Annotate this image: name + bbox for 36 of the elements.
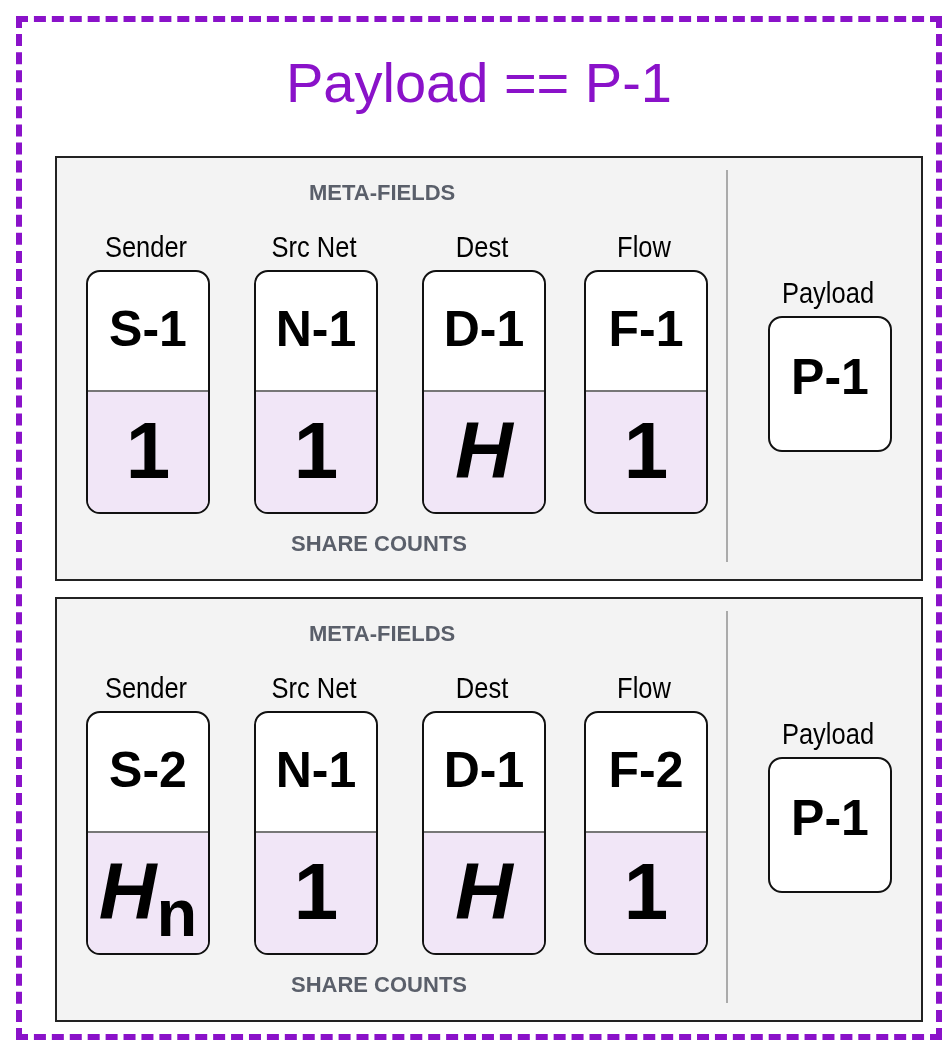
share-count: H [424, 390, 544, 512]
share-count: 1 [586, 390, 706, 512]
field-value: S-1 [108, 300, 188, 358]
share-count: H$_{n}$ [88, 831, 208, 953]
field-label: Src Net [270, 671, 358, 705]
field-value: N-1 [274, 741, 358, 799]
field-value: N-1 [274, 300, 358, 358]
dashed-frame [16, 16, 942, 1040]
payload-value: P-1 [790, 789, 870, 847]
section-heading: META-FIELDS [309, 180, 456, 206]
panel [55, 156, 923, 581]
field-value: F-2 [607, 741, 685, 799]
section-heading: META-FIELDS [309, 621, 456, 647]
field-label: Payload [780, 717, 876, 751]
field-label: Sender [103, 671, 189, 705]
share-count: 1 [256, 831, 376, 953]
field-label: Payload [780, 276, 876, 310]
field-label: Dest [454, 671, 510, 705]
share-count: H [424, 831, 544, 953]
field-value: D-1 [442, 300, 526, 358]
frame-title: Payload == P-1 [284, 50, 673, 115]
field-value: F-1 [607, 300, 685, 358]
panel [55, 597, 923, 1022]
field-label: Flow [616, 671, 672, 705]
share-count: 1 [586, 831, 706, 953]
field-label: Src Net [270, 230, 358, 264]
share-count: 1 [88, 390, 208, 512]
payload-value: P-1 [790, 348, 870, 406]
field-label: Sender [103, 230, 189, 264]
field-value: S-2 [108, 741, 188, 799]
field-label: Flow [616, 230, 672, 264]
section-footer: SHARE COUNTS [291, 972, 467, 998]
field-value: D-1 [442, 741, 526, 799]
share-count: 1 [256, 390, 376, 512]
field-label: Dest [454, 230, 510, 264]
section-footer: SHARE COUNTS [291, 531, 467, 557]
